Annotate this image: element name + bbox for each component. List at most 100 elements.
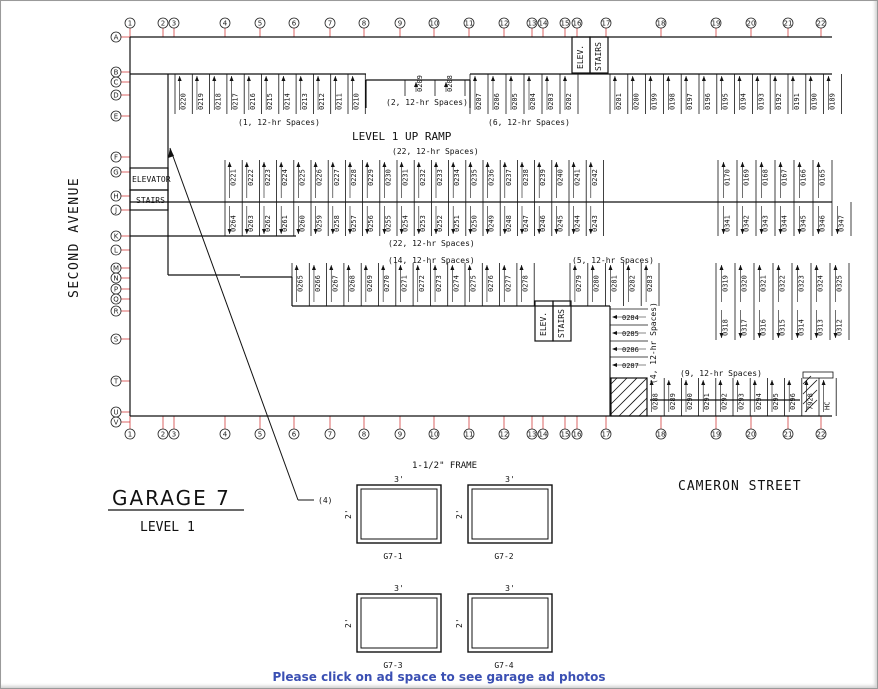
svg-text:0225: 0225: [298, 169, 306, 186]
svg-text:9: 9: [398, 431, 402, 439]
svg-text:14: 14: [539, 431, 548, 439]
svg-text:Q: Q: [113, 296, 119, 304]
grid-column-bubble: 16: [571, 17, 583, 29]
parking-stall: 0294: [749, 378, 763, 416]
parking-stall: 0278: [516, 263, 530, 306]
parking-stall: 0265: [291, 263, 305, 306]
grid-column-bubble: 2: [157, 17, 169, 29]
svg-text:0259: 0259: [316, 215, 324, 232]
parking-stall: 0166: [793, 160, 808, 202]
grid-row-bubble: A: [110, 31, 122, 43]
group-label: (4, 12-hr Spaces): [649, 302, 658, 384]
parking-stall: 0271: [395, 263, 408, 306]
svg-text:0276: 0276: [487, 275, 495, 292]
parking-stall: 0190: [805, 74, 819, 114]
svg-text:0343: 0343: [762, 215, 770, 232]
parking-stall: 0317: [734, 306, 749, 340]
parking-stall: 0225: [293, 160, 306, 202]
level-title: LEVEL 1: [140, 520, 195, 535]
grid-column-bubble: 17: [600, 428, 612, 440]
svg-text:0318: 0318: [722, 319, 730, 336]
svg-text:0202: 0202: [565, 93, 573, 110]
parking-stall: 0291: [698, 378, 711, 416]
ad-space-g7-1[interactable]: 3'2'G7-1: [344, 475, 442, 561]
svg-text:11: 11: [465, 431, 474, 439]
parking-stall: 0242: [585, 160, 599, 202]
svg-text:0240: 0240: [556, 169, 564, 186]
parking-stall: 0314: [791, 306, 806, 340]
svg-text:0286: 0286: [622, 346, 639, 354]
grid-column-bubble: 20: [745, 17, 757, 29]
svg-text:0292: 0292: [720, 393, 728, 410]
parking-stall: 0189: [823, 74, 837, 114]
group-label: (5, 12-hr Spaces): [572, 256, 654, 265]
svg-text:0204: 0204: [529, 93, 537, 110]
ad-id-label: G7-1: [383, 552, 402, 561]
svg-text:0194: 0194: [740, 93, 748, 110]
svg-text:0219: 0219: [197, 93, 205, 110]
svg-text:0192: 0192: [775, 93, 783, 110]
svg-text:0346: 0346: [819, 215, 827, 232]
svg-text:17: 17: [602, 20, 611, 28]
parking-stall: 0241: [568, 160, 582, 202]
svg-text:0238: 0238: [522, 169, 530, 186]
parking-stall: 0290: [681, 378, 694, 416]
grid-row-bubble: S: [110, 333, 122, 345]
svg-text:3: 3: [172, 431, 176, 439]
grid-column-bubble: 22: [815, 428, 827, 440]
svg-text:0293: 0293: [738, 393, 746, 410]
parking-stall: 0274: [447, 263, 460, 306]
parking-stall: 0289: [663, 378, 677, 416]
grid-column-bubble: 9: [394, 428, 406, 440]
svg-text:8: 8: [362, 20, 366, 28]
parking-stall: 0264: [224, 202, 238, 236]
parking-stall: 0292: [715, 378, 728, 416]
parking-stall: 0263: [241, 202, 255, 236]
ad-space-g7-2[interactable]: 3'2'G7-2: [455, 475, 553, 561]
svg-text:0221: 0221: [230, 169, 238, 186]
svg-text:0236: 0236: [488, 169, 496, 186]
svg-text:4: 4: [223, 431, 228, 439]
parking-stall: 0269: [360, 263, 374, 306]
parking-stall: 0249: [482, 202, 496, 236]
grid-row-bubble: L: [110, 244, 122, 256]
grid-column-bubble: 9: [394, 17, 406, 29]
stairs-label: STAIRS: [136, 196, 165, 205]
svg-text:V: V: [114, 419, 119, 427]
ramp-label: LEVEL 1 UP RAMP: [352, 130, 452, 143]
svg-text:H: H: [113, 193, 118, 201]
parking-stall: 0206: [487, 74, 501, 114]
parking-stall: 0279: [569, 263, 583, 306]
grid-column-bubble: 1: [124, 17, 136, 29]
parking-stall: 0211: [330, 74, 343, 114]
parking-stall: 0223: [258, 160, 272, 202]
grid-column-bubble: 5: [254, 17, 266, 29]
ad-space-g7-4[interactable]: 3'2'G7-4: [455, 584, 553, 670]
parking-stall: 7928: [801, 378, 814, 416]
parking-stall: 0209: [404, 75, 424, 96]
svg-text:M: M: [113, 265, 119, 273]
svg-text:A: A: [114, 34, 119, 42]
parking-stall: 0343: [755, 202, 770, 236]
parking-stall: 0233: [430, 160, 444, 202]
parking-stall: 0256: [362, 202, 375, 236]
parking-stall: 0316: [753, 306, 768, 340]
svg-text:16: 16: [573, 431, 582, 439]
svg-text:0234: 0234: [453, 169, 461, 186]
elev-label: ELEV.: [539, 312, 548, 336]
svg-text:6: 6: [292, 431, 297, 439]
svg-text:0210: 0210: [353, 93, 361, 110]
svg-text:22: 22: [817, 20, 826, 28]
parking-stall: 0272: [412, 263, 426, 306]
svg-text:0255: 0255: [384, 215, 392, 232]
stairs-label: STAIRS: [557, 309, 566, 338]
svg-text:0190: 0190: [811, 93, 819, 110]
ad-photos-link[interactable]: Please click on ad space to see garage a…: [272, 670, 606, 684]
ad-space-g7-3[interactable]: 3'2'G7-3: [344, 584, 442, 670]
svg-text:0316: 0316: [760, 319, 768, 336]
grid-row-bubble: P: [110, 283, 122, 295]
grid-column-bubble: 19: [710, 428, 722, 440]
group-label: (22, 12-hr Spaces): [392, 147, 479, 156]
svg-text:0289: 0289: [669, 393, 677, 410]
svg-text:12: 12: [500, 20, 509, 28]
